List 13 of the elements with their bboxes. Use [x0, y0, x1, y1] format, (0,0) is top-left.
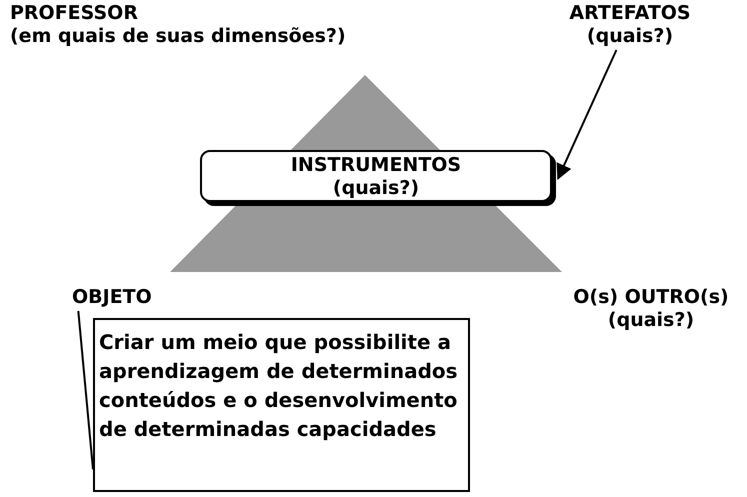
vertex-label: OBJETO [72, 286, 162, 309]
text-box [93, 318, 470, 492]
vertex-label: ARTEFATOS [568, 2, 692, 25]
box-text: (quais?) [332, 177, 420, 200]
box-text: INSTRUMENTOS [290, 154, 462, 177]
vertex-label: (quais?) [606, 309, 696, 332]
leader-line [77, 310, 94, 470]
vertex-label: (em quais de suas dimensões?) [10, 25, 346, 48]
vertex-label: O(s) OUTRO(s) [572, 286, 730, 309]
vertex-label: (quais?) [586, 25, 674, 48]
box-text: Criar um meio que possibilite a aprendizagem de determinados conteúdos e o desenvolvimento de determinadas capacidades [99, 329, 459, 443]
arrow [556, 50, 618, 180]
vertex-label: PROFESSOR [10, 2, 138, 25]
